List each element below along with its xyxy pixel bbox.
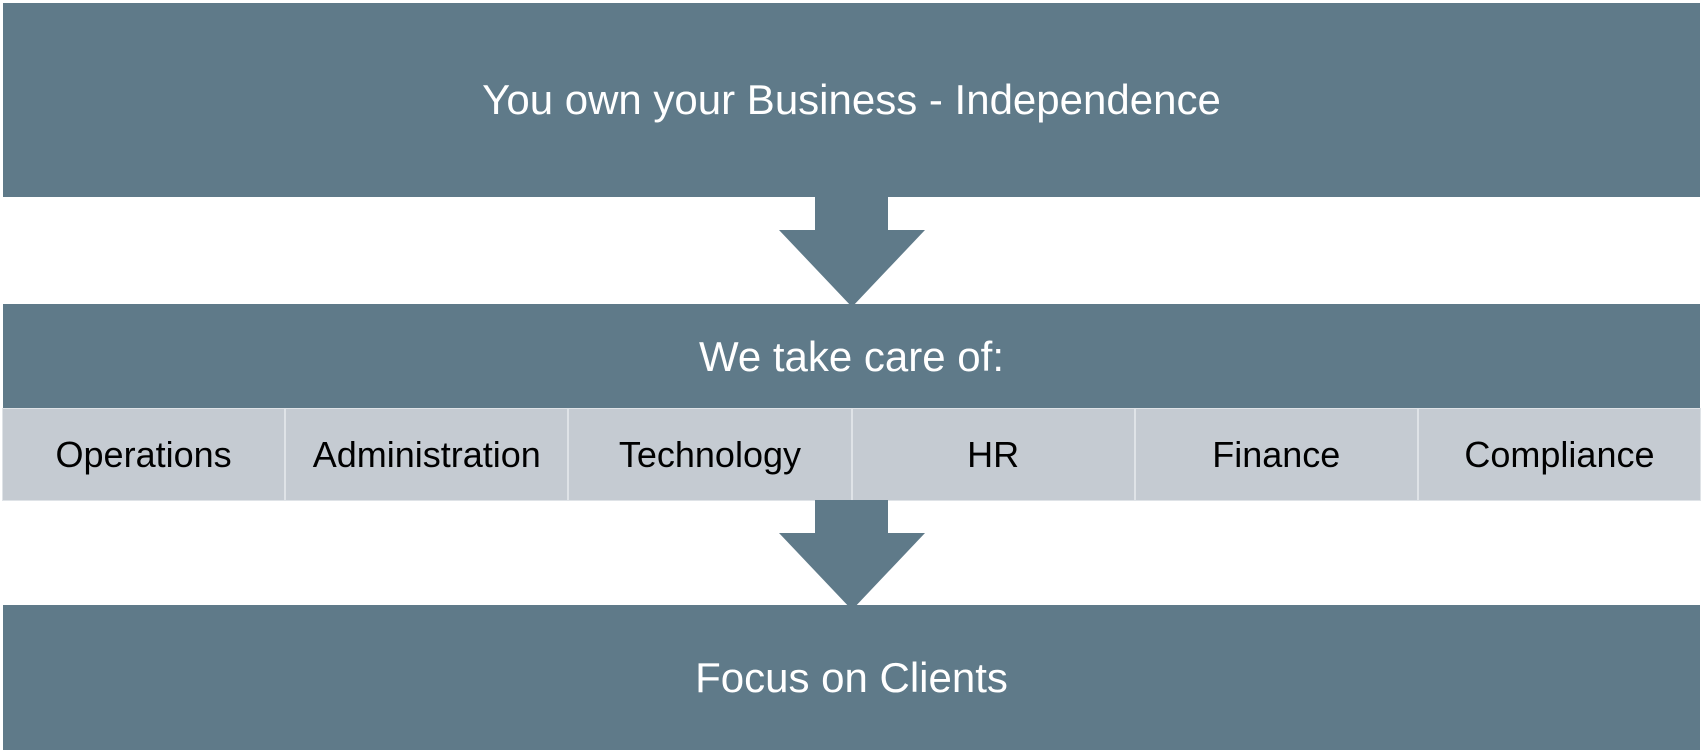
service-label: Finance [1212, 433, 1341, 475]
service-cell-operations: Operations [2, 408, 286, 501]
service-cell-compliance: Compliance [1417, 408, 1702, 501]
middle-box-label: We take care of: [698, 333, 1005, 380]
service-label: Technology [618, 433, 801, 475]
service-label: Compliance [1464, 433, 1655, 475]
bottom-box-focus-on-clients: Focus on Clients [3, 605, 1700, 750]
bottom-box-label: Focus on Clients [695, 653, 1008, 701]
middle-box-we-take-care-of: We take care of: [3, 304, 1700, 408]
top-box-label: You own your Business - Independence [482, 76, 1221, 123]
down-arrow-icon [779, 500, 925, 610]
services-row: Operations Administration Technology HR … [2, 408, 1702, 501]
service-cell-administration: Administration [285, 408, 569, 501]
service-cell-technology: Technology [568, 408, 852, 501]
top-box-independence: You own your Business - Independence [3, 3, 1700, 197]
service-cell-hr: HR [851, 408, 1135, 501]
service-label: HR [967, 433, 1020, 475]
service-label: Operations [55, 433, 232, 475]
service-cell-finance: Finance [1134, 408, 1418, 501]
down-arrow-icon [779, 197, 925, 307]
service-label: Administration [312, 433, 541, 475]
